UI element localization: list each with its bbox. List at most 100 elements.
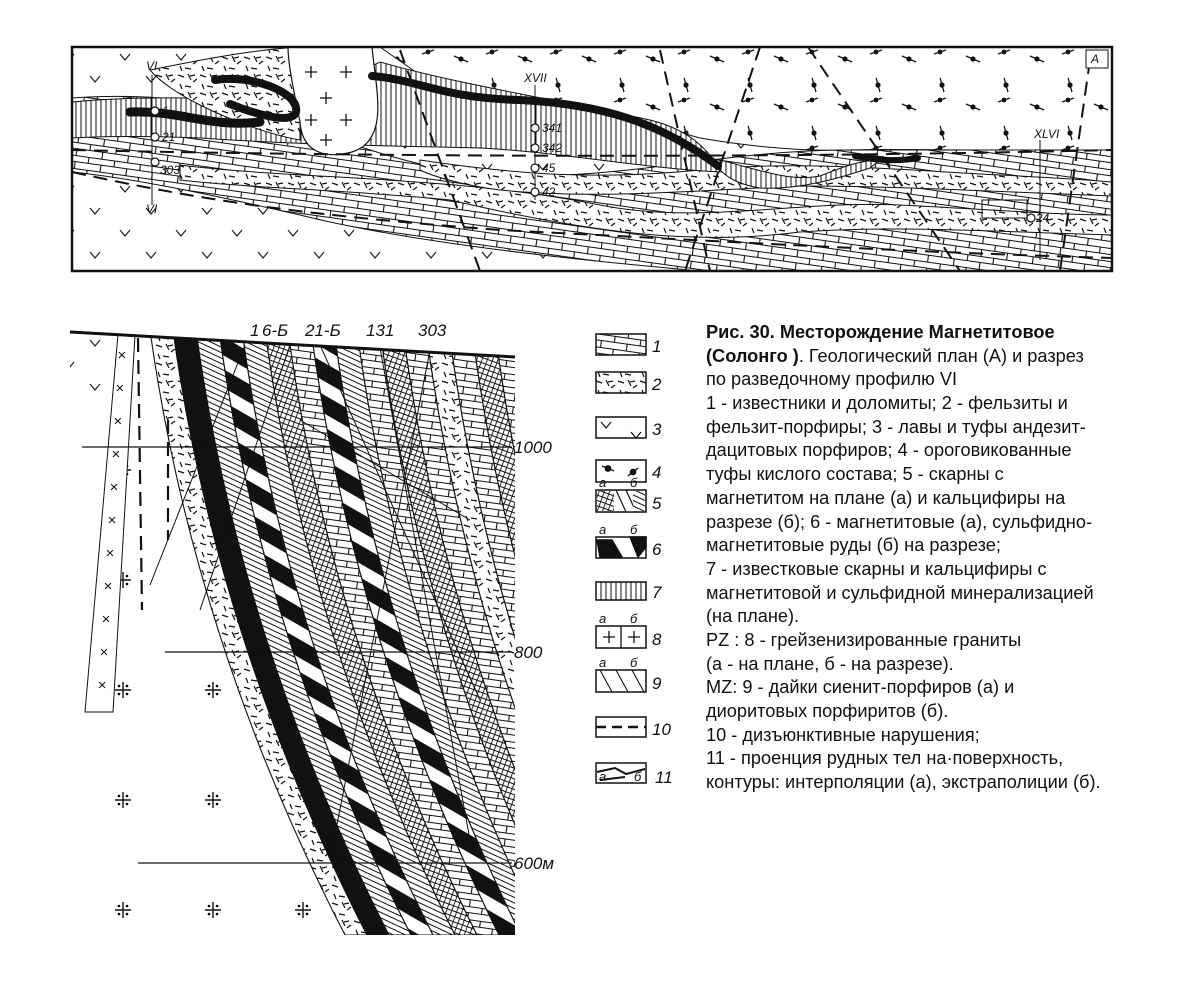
figure-caption: Рис. 30. Месторождение Магнетитовое (Сол… — [706, 321, 1196, 795]
borehole-label: 42 — [542, 185, 556, 199]
dike-x-mark: × — [118, 347, 127, 364]
borehole-label: 1 — [162, 104, 169, 118]
caption-line: разрезе (б); 6 - магнетитовые (а), сульф… — [706, 511, 1093, 532]
sub-label-b: б — [630, 655, 638, 670]
caption-line: 10 - дизъюнктивные нарушения; — [706, 724, 980, 745]
level-lines — [82, 446, 512, 864]
sub-label-a: а — [599, 475, 606, 490]
caption-text: . Геологический план (А) и разрез — [798, 345, 1084, 366]
dike-x-mark: × — [110, 479, 119, 496]
caption-line: контуры: интерполяции (а), экстраполиции… — [706, 772, 1101, 793]
legend-swatch-lava — [595, 416, 647, 439]
borehole-label: 342 — [542, 141, 562, 155]
felsite-band — [179, 164, 1112, 238]
cross-section: × × × × × × × × × × × 1 6-Б 21-Б 131 303 1000 800 … — [69, 321, 554, 935]
profile-label: XVII — [523, 71, 547, 85]
legend-swatch-felsite — [595, 371, 647, 394]
caption-line: диоритовых порфиритов (б). — [706, 701, 949, 721]
profile-label: VI — [146, 59, 158, 73]
legend-number: 10 — [652, 720, 671, 739]
sub-label-a: а — [599, 522, 606, 537]
caption-line: (а - на плане, б - на разрезе). — [706, 653, 954, 674]
borehole-label: 21 — [161, 130, 175, 144]
dike-x-mark: × — [114, 413, 123, 430]
dike-x-mark: × — [108, 512, 117, 529]
borehole-markers — [150, 106, 1036, 223]
legend-number: 7 — [652, 583, 662, 602]
legend-number: 9 — [652, 674, 662, 693]
sub-label-a: а — [599, 769, 606, 784]
borehole-label: 6-Б — [262, 321, 288, 340]
caption-line: магнетитом на плане (а) и кальцифиры на — [706, 487, 1066, 508]
legend — [595, 333, 647, 784]
borehole-label: 1 — [250, 321, 259, 340]
caption-line: туфы кислого состава; 5 - скарны с — [706, 464, 1004, 485]
section-labels: 1 6-Б 21-Б 131 303 1000 800 600м — [250, 321, 554, 873]
legend-swatch-calc-skarn — [595, 581, 647, 601]
geological-map — [72, 47, 1112, 271]
borehole-traces — [149, 344, 481, 861]
sub-label-b: б — [630, 522, 638, 537]
surface-line — [69, 330, 516, 359]
dike-x-mark: × — [100, 644, 109, 661]
fault-lines — [136, 337, 170, 611]
dike-x-mark: × — [112, 446, 121, 463]
borehole-label: 21-Б — [304, 321, 341, 340]
legend-number: 5 — [652, 494, 662, 513]
map-frame — [70, 45, 1114, 273]
legend-number: 8 — [652, 630, 662, 649]
level-label: 600м — [514, 854, 554, 873]
sub-label-b: б — [630, 475, 638, 490]
sub-label-b: б — [630, 611, 638, 626]
caption-line: 1 - известники и доломиты; 2 - фельзиты … — [706, 393, 1068, 414]
level-label: 1000 — [514, 438, 552, 457]
legend-number: 1 — [652, 337, 661, 356]
dike-x-mark: × — [104, 578, 113, 595]
legend-number: 3 — [652, 420, 662, 439]
caption-line: фельзит-порфиры; 3 - лавы и туфы андезит… — [706, 416, 1086, 437]
caption-line: дацитовых порфиров; 4 - ороговикованные — [706, 440, 1072, 461]
caption-line: MZ: 9 - дайки сиенит-порфиров (а) и — [706, 677, 1015, 698]
caption-line: по разведочному профилю VI — [706, 369, 958, 390]
map-labels: А VI VI XVII XLVI 1 21 303 341 342 45 42… — [146, 52, 1099, 225]
caption-line: 7 - известковые скарны и кальцифиры с — [706, 558, 1047, 579]
strata-bands — [149, 332, 515, 935]
caption-title-cont: (Солонго ) — [706, 345, 799, 366]
borehole-label: 45 — [542, 161, 556, 175]
caption-line: магнетитовые руды (б) на разрезе; — [706, 535, 1001, 556]
dike-x-marks: × × × × × × × × × × × — [98, 347, 127, 694]
legend-number: 4 — [652, 463, 661, 482]
legend-swatch-limestone — [595, 333, 647, 356]
caption-line: магнетитовой и сульфидной минерализацией — [706, 582, 1094, 603]
sub-label-b: б — [634, 769, 642, 784]
borehole-label: 303 — [418, 321, 447, 340]
profile-label: VI — [146, 202, 158, 216]
borehole-label: 341 — [542, 121, 562, 135]
legend-number: 11 — [655, 768, 673, 787]
borehole-label: 303 — [160, 163, 180, 177]
profile-label: XLVI — [1033, 127, 1060, 141]
granite-crosses — [305, 66, 352, 146]
legend-number: 6 — [652, 540, 662, 559]
fault-lines — [72, 47, 1112, 271]
caption-line: (на плане). — [706, 606, 800, 627]
level-label: 800 — [514, 643, 543, 662]
lava-area — [70, 332, 118, 400]
legend-number: 2 — [651, 375, 662, 394]
caption-line: PZ : 8 - грейзенизированные граниты — [706, 629, 1022, 650]
sub-label-a: а — [599, 655, 606, 670]
skarn-zone — [719, 159, 882, 189]
panel-label: А — [1090, 52, 1099, 66]
dike-x-mark: × — [106, 545, 115, 562]
borehole-label: 24 — [1035, 211, 1050, 225]
dike-x-mark: × — [102, 611, 111, 628]
legend-numbers: 1 2 3 4 5 6 7 8 9 10 11 — [651, 337, 673, 787]
caption-title: Рис. 30. Месторождение Магнетитовое — [706, 322, 1055, 342]
caption-line: 11 - проенция рудных тел на·поверхность, — [706, 748, 1064, 769]
borehole-label: 131 — [366, 321, 394, 340]
stratum-band — [471, 332, 515, 935]
dike-x-mark: × — [116, 380, 125, 397]
panel-label-box — [1085, 49, 1109, 69]
dike-x-mark: × — [98, 677, 107, 694]
